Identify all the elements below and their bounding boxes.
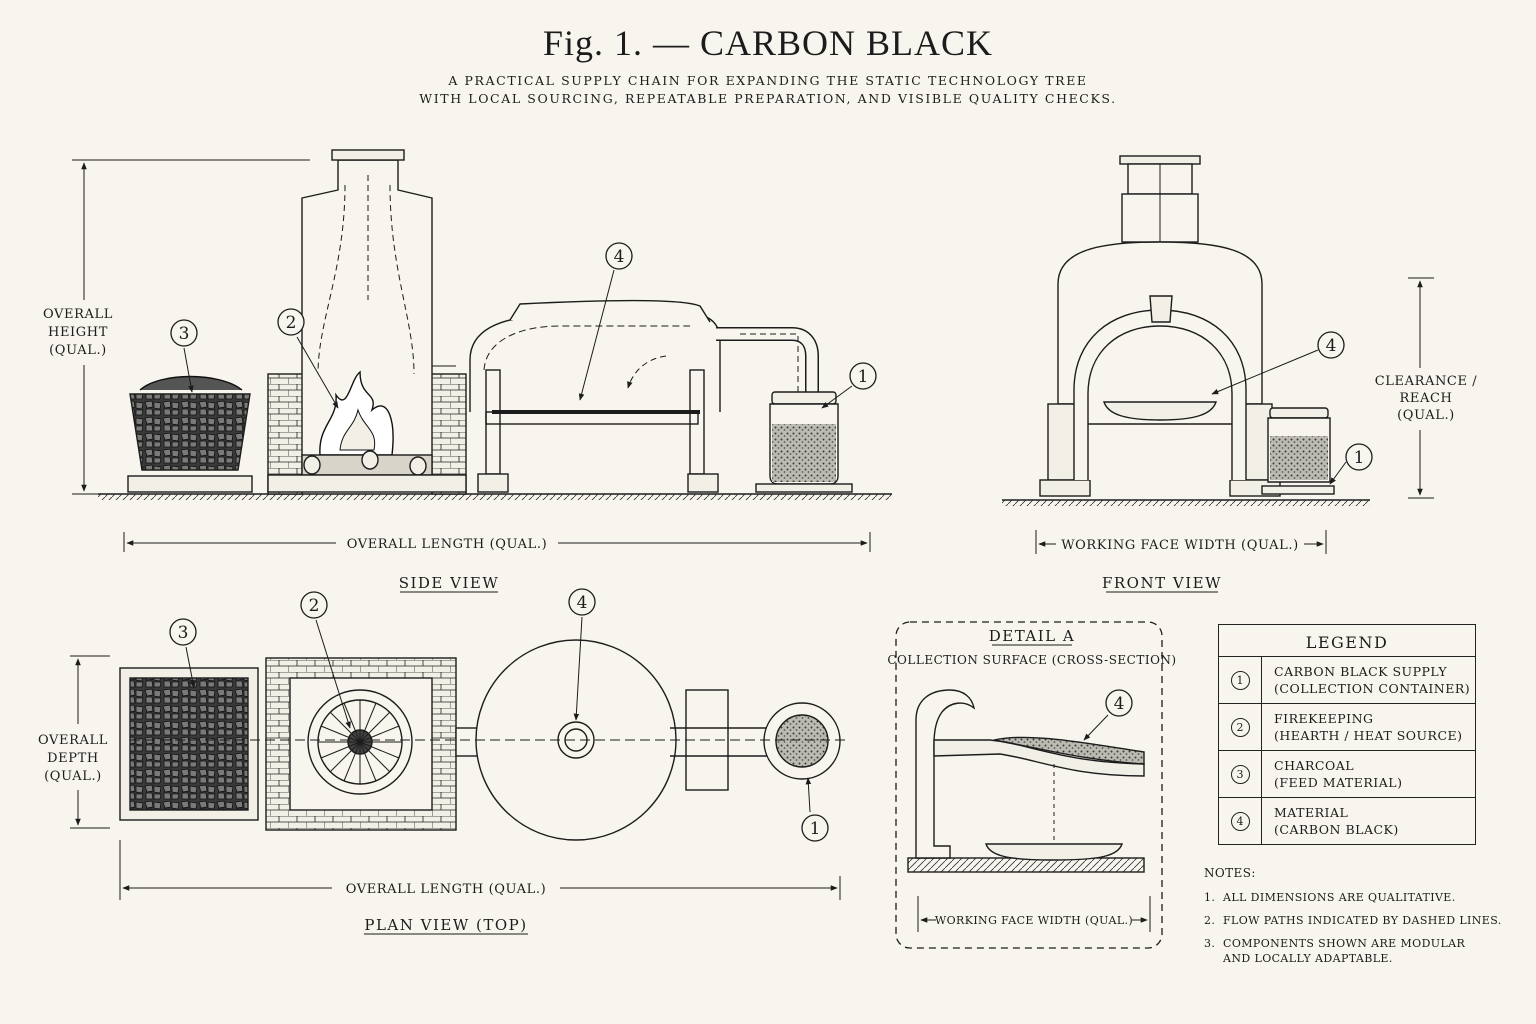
- side-callout-4: 4: [614, 247, 625, 267]
- legend-item-2-line-2: (HEARTH / HEAT SOURCE): [1274, 728, 1463, 743]
- plan-callout-1: 1: [810, 819, 821, 839]
- note-2-text: FLOW PATHS INDICATED BY DASHED LINES.: [1223, 914, 1502, 927]
- front-width-label: WORKING FACE WIDTH (QUAL.): [1061, 538, 1299, 553]
- side-callout-1: 1: [858, 367, 869, 387]
- height-label-line-2: HEIGHT: [48, 325, 108, 340]
- note-3-text-line-2: AND LOCALLY ADAPTABLE.: [1223, 952, 1393, 965]
- legend-item-4-line-1: MATERIAL: [1274, 805, 1349, 820]
- front-callout-4: 4: [1326, 336, 1337, 356]
- depth-label-line-3: (QUAL.): [44, 769, 102, 784]
- legend-num-1: 1: [1230, 670, 1250, 690]
- side-length-label: OVERALL LENGTH (QUAL.): [347, 537, 548, 552]
- front-view: [1002, 155, 1434, 593]
- note-1-number: 1.: [1204, 891, 1216, 904]
- note-3-number: 3.: [1204, 937, 1216, 950]
- note-item: 3. COMPONENTS SHOWN ARE MODULAR AND LOCA…: [1204, 936, 1524, 966]
- plan-callout-2: 2: [309, 596, 320, 616]
- clearance-label-line-1: CLEARANCE /: [1375, 374, 1478, 389]
- depth-label-line-1: OVERALL: [38, 733, 108, 748]
- figure-title: Fig. 1. — CARBON BLACK: [542, 23, 994, 63]
- legend-title: LEGEND: [1219, 625, 1475, 657]
- plan-view-callouts: [169, 588, 829, 842]
- height-label-line-3: (QUAL.): [49, 343, 107, 358]
- legend-item-2-line-1: FIREKEEPING: [1274, 711, 1374, 726]
- side-view-callouts: [170, 242, 877, 390]
- front-view-callouts: [1317, 331, 1373, 471]
- notes-title: NOTES:: [1204, 866, 1256, 880]
- legend-row: 3 CHARCOAL (FEED MATERIAL): [1219, 751, 1475, 798]
- plan-view: [70, 616, 850, 935]
- plan-callout-3: 3: [178, 623, 189, 643]
- height-label-line-1: OVERALL: [43, 307, 113, 322]
- clearance-label-line-2: REACH: [1400, 391, 1453, 406]
- detail-callout-4: 4: [1114, 694, 1125, 714]
- subtitle-line-2: WITH LOCAL SOURCING, REPEATABLE PREPARAT…: [419, 91, 1117, 106]
- legend-num-4: 4: [1230, 811, 1250, 831]
- legend-row: 2 FIREKEEPING (HEARTH / HEAT SOURCE): [1219, 704, 1475, 751]
- note-item: 2. FLOW PATHS INDICATED BY DASHED LINES.: [1204, 913, 1524, 928]
- plan-length-label: OVERALL LENGTH (QUAL.): [346, 882, 547, 897]
- figure-subtitle: A PRACTICAL SUPPLY CHAIN FOR EXPANDING T…: [0, 72, 1536, 108]
- detail-width-label: WORKING FACE WIDTH (QUAL.): [935, 914, 1133, 927]
- note-1-text: ALL DIMENSIONS ARE QUALITATIVE.: [1223, 891, 1456, 904]
- clearance-label-line-3: (QUAL.): [1397, 408, 1455, 423]
- legend-box: LEGEND 1 CARBON BLACK SUPPLY (COLLECTION…: [1218, 624, 1476, 845]
- legend-item-4-line-2: (CARBON BLACK): [1274, 822, 1399, 837]
- legend-item-1-line-2: (COLLECTION CONTAINER): [1274, 681, 1471, 696]
- side-view-label: SIDE VIEW: [399, 574, 500, 592]
- detail-callout-circle: [1105, 689, 1133, 717]
- note-2-number: 2.: [1204, 914, 1216, 927]
- legend-num-2: 2: [1230, 717, 1250, 737]
- side-callout-2: 2: [286, 313, 297, 333]
- front-callout-1: 1: [1354, 448, 1365, 468]
- legend-item-1-line-1: CARBON BLACK SUPPLY: [1274, 664, 1448, 679]
- side-view: [72, 149, 892, 593]
- side-callout-3: 3: [179, 324, 190, 344]
- plan-callout-4: 4: [577, 593, 588, 613]
- note-3-text-line-1: COMPONENTS SHOWN ARE MODULAR: [1223, 937, 1466, 950]
- legend-row: 4 MATERIAL (CARBON BLACK): [1219, 798, 1475, 844]
- front-view-label: FRONT VIEW: [1102, 574, 1222, 592]
- subtitle-line-1: A PRACTICAL SUPPLY CHAIN FOR EXPANDING T…: [448, 73, 1088, 88]
- detail-a-title: DETAIL A: [989, 627, 1075, 645]
- note-item: 1. ALL DIMENSIONS ARE QUALITATIVE.: [1204, 890, 1524, 905]
- detail-a-subtitle: COLLECTION SURFACE (CROSS-SECTION): [887, 653, 1176, 667]
- depth-label-line-2: DEPTH: [47, 751, 99, 766]
- legend-item-3-line-1: CHARCOAL: [1274, 758, 1355, 773]
- notes-block: NOTES: 1. ALL DIMENSIONS ARE QUALITATIVE…: [1204, 866, 1524, 974]
- legend-row: 1 CARBON BLACK SUPPLY (COLLECTION CONTAI…: [1219, 657, 1475, 704]
- plan-view-label: PLAN VIEW (TOP): [364, 916, 527, 934]
- detail-a: [895, 621, 1163, 949]
- legend-item-3-line-2: (FEED MATERIAL): [1274, 775, 1403, 790]
- legend-num-3: 3: [1230, 764, 1250, 784]
